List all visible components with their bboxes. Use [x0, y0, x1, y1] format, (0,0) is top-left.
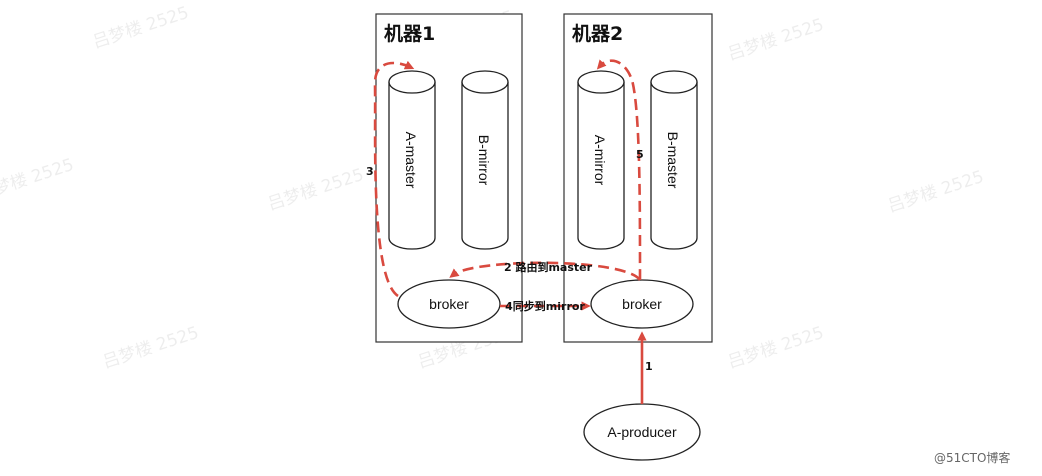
broker-1: broker — [397, 279, 501, 329]
broker-2: broker — [590, 279, 694, 329]
step-3-label: 3 — [366, 165, 374, 178]
watermark: 吕梦楼 2525 — [725, 323, 826, 373]
watermark: 吕梦楼 2525 — [265, 165, 366, 215]
machine-2-title: 机器2 — [572, 23, 623, 45]
queue-b-mirror: B-mirror — [461, 70, 509, 250]
queue-label: A-mirror — [592, 135, 608, 186]
queue-label: B-master — [665, 132, 681, 189]
queue-b-master: B-master — [650, 70, 698, 250]
machine-1-title: 机器1 — [384, 23, 435, 45]
arrow-step-3 — [373, 60, 415, 298]
queue-a-mirror: A-mirror — [577, 70, 625, 250]
step-5-label: 5 — [636, 148, 644, 161]
watermark: 吕梦楼 2525 — [90, 3, 191, 53]
arrow-step-5 — [596, 59, 642, 281]
step-2-label: 2 路由到master — [504, 260, 593, 274]
arrow-step-2 — [449, 261, 642, 281]
producer-node: A-producer — [583, 403, 701, 461]
corner-watermark: @51CTO博客 — [934, 450, 1010, 465]
broker-label: broker — [622, 296, 662, 312]
watermark: 吕梦楼 2525 — [100, 323, 201, 373]
producer-label: A-producer — [607, 424, 677, 440]
watermark: 吕梦楼 2525 — [725, 15, 826, 65]
step-4-label: 4同步到mirror — [505, 299, 585, 313]
step-1-label: 1 — [645, 360, 653, 373]
queue-label: B-mirror — [476, 135, 492, 186]
queue-a-master: A-master — [388, 70, 436, 250]
queue-label: A-master — [403, 132, 419, 189]
broker-label: broker — [429, 296, 469, 312]
machine-2: 机器2 A-mirror B-master broker — [563, 13, 713, 343]
watermark: 吕梦楼 2525 — [0, 155, 76, 205]
watermark: 吕梦楼 2525 — [885, 167, 986, 217]
machine-1: 机器1 A-master B-mirror broker — [375, 13, 523, 343]
